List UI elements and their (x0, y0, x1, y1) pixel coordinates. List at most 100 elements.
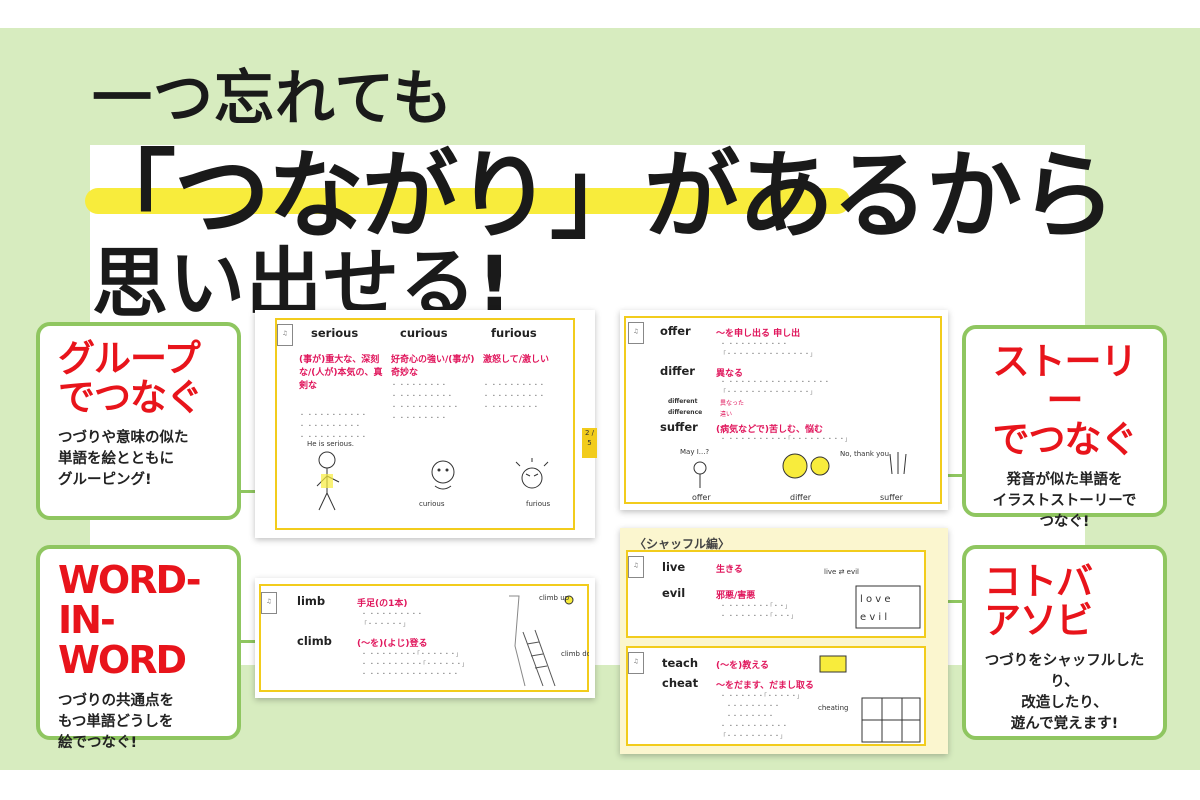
page-frame (275, 318, 575, 530)
callout-title-line: ストーリー (992, 340, 1138, 422)
audio-icon: ♫ (628, 652, 644, 674)
sample-page-story: ♫ offer 〜を申し出る 申し出 ・ ・・・・・・・・・・「・・・・・・・・… (620, 310, 948, 510)
meaning-live: 生きる (716, 565, 743, 575)
furious-sketch-icon: furious (515, 458, 550, 508)
example-lines: ・ ・・・・・・・・・・「・・・・・・・・・」 (720, 436, 851, 443)
meaning-limb: 手足(の1本) (357, 599, 408, 609)
sub-meaning-different: 異なった (720, 400, 745, 407)
connector-wordinword (241, 640, 259, 643)
teach-cheat-sketch-icon: cheating (818, 655, 921, 743)
svg-text:curious: curious (419, 500, 445, 508)
page-frame (624, 316, 942, 504)
callout-title: グループ でつなぐ (58, 337, 219, 419)
live-evil-sketch-icon: live ⇄ evil l o v e e v i l (824, 568, 921, 629)
serious-sketch-icon: He is serious. (307, 440, 354, 511)
callout-desc-line: グルーピング! (58, 471, 152, 488)
svg-text:e v i l: e v i l (860, 612, 887, 623)
audio-icon: ♫ (628, 556, 644, 578)
callout-title-line: でつなぐ (992, 417, 1138, 461)
svg-text:live ⇄ evil: live ⇄ evil (824, 568, 859, 576)
example-lines: ・ ・・・・・・・・・・「・・・・・・・・・・・・・・」 (720, 341, 817, 358)
word-suffer: suffer (660, 420, 698, 434)
svg-text:No, thank you.: No, thank you. (840, 450, 891, 458)
sample-page-group: ♫ serious curious furious (事が)重大な、深刻な/(人… (255, 310, 595, 538)
example-lines: ・ ・・・・・・・・・・・ ・・・・・・・・・・ ・・・・・・・・・・ (299, 412, 367, 441)
word-teach: teach (662, 656, 699, 670)
top-band (0, 0, 1200, 28)
curious-sketch-icon: curious (419, 460, 455, 508)
sub-word-difference: difference (668, 409, 703, 416)
example-lines: ・ ・・・・・・・・・「・・・・・・」 (361, 611, 423, 628)
svg-text:May I...?: May I...? (680, 448, 709, 456)
meaning-suffer: (病気などで)苦しむ、悩む (716, 425, 824, 435)
headline-highlight (85, 188, 850, 214)
callout-wordinword: WORD- IN-WORD つづりの共通点を もつ単語どうしを 絵でつなぐ! (36, 545, 241, 751)
callout-group: グループ でつなぐ つづりや意味の似た 単語を絵とともに グルーピング! (36, 322, 241, 520)
meaning-furious: 激怒して/激しい (483, 355, 550, 365)
audio-icon: ♫ (628, 322, 644, 344)
sub-meaning-difference: 違い (720, 411, 733, 418)
bottom-band (0, 770, 1200, 800)
callout-desc-line: つなぐ! (1039, 513, 1090, 530)
callout-desc-line: 遊んで覚えます! (1010, 715, 1119, 732)
example-lines: ・ ・・・・・・・・・・ ・・・・・・・・・・ ・・・・・・・・ (483, 382, 545, 411)
callout-description: つづりの共通点を もつ単語どうしを 絵でつなぐ! (58, 691, 219, 754)
svg-text:furious: furious (526, 500, 550, 508)
example-lines: ・ ・・・・・・・・・・・・・・・・・「・・・・・・・・・・・・・・」 (720, 379, 830, 396)
svg-text:suffer: suffer (880, 493, 904, 502)
svg-text:cheating: cheating (818, 704, 848, 712)
word-curious: curious (400, 326, 448, 340)
callout-story: ストーリー でつなぐ 発音が似た単語を イラストストーリーで つなぐ! (962, 325, 1167, 530)
callout-desc-line: つづりをシャッフルしたり、 (984, 652, 1145, 690)
example-lines: ・ ・・・・・・「・・・・・」 ・・・・・・・・・ ・・・・・・・・・ ・・・・… (720, 693, 803, 740)
sample-page-wordinword: ♫ limb 手足(の1本) ・ ・・・・・・・・・「・・・・・・」 climb… (255, 578, 595, 698)
callout-title-line: でつなぐ (58, 375, 203, 419)
callout-desc-line: 発音が似た単語を (1006, 471, 1123, 488)
word-cheat: cheat (662, 676, 699, 690)
callout-kotoba-asobi: コトバ アソビ つづりをシャッフルしたり、 改造したり、 遊んで覚えます! (962, 545, 1167, 740)
callout-desc-line: イラストストーリーで (992, 492, 1137, 509)
meaning-serious: (事が)重大な、深刻な/(人が)本気の、真剣な (299, 355, 383, 391)
sample-page-shuffle: ♫ ♫ live 生きる evil 邪悪/害悪 ・ ・・・・・・・「・・」・ ・… (620, 528, 948, 754)
callout-title-line: WORD- (58, 558, 202, 602)
callout-description: つづりをシャッフルしたり、 改造したり、 遊んで覚えます! (984, 651, 1145, 735)
callout-desc-line: つづりや意味の似た (58, 429, 189, 446)
word-limb: limb (297, 594, 326, 608)
svg-text:differ: differ (790, 493, 812, 502)
word-furious: furious (491, 326, 537, 340)
page-side-tab: 2 / 5 (582, 428, 597, 458)
sub-word-different: different (668, 398, 698, 405)
page-frame (626, 646, 926, 746)
word-evil: evil (662, 586, 686, 600)
svg-text:climb down: climb down (561, 650, 589, 658)
word-differ: differ (660, 364, 695, 378)
climb-sketch-icon: climb up climb down (509, 594, 589, 687)
headline-line-1: 一つ忘れても (92, 64, 454, 134)
callout-title-line: コトバ (984, 560, 1093, 603)
page-frame (259, 584, 589, 692)
word-serious: serious (311, 326, 359, 340)
shuffle-label: 〈シャッフル編〉 (634, 537, 731, 551)
word-climb: climb (297, 634, 332, 648)
meaning-climb: (〜を)(よじ)登る (357, 639, 428, 649)
meaning-curious: 好奇心の強い/(事が)奇妙な (391, 355, 475, 378)
word-offer: offer (660, 324, 691, 338)
example-lines: ・ ・・・・・・・・「・・・・・・」・ ・・・・・・・・・「・・・・・・」・ ・… (361, 651, 468, 678)
callout-desc-line: 改造したり、 (1021, 694, 1108, 711)
meaning-evil: 邪悪/害悪 (716, 591, 756, 601)
meaning-differ: 異なる (716, 369, 744, 379)
callout-desc-line: つづりの共通点を (58, 692, 174, 709)
example-lines: ・ ・・・・・・・・・ ・・・・・・・・・・ ・・・・・・・・・・・ ・・・・・… (391, 382, 459, 422)
svg-text:l o v e: l o v e (860, 594, 891, 605)
audio-icon: ♫ (277, 324, 293, 346)
callout-description: つづりや意味の似た 単語を絵とともに グルーピング! (58, 428, 219, 491)
callout-title: ストーリー でつなぐ (984, 340, 1145, 461)
audio-icon: ♫ (261, 592, 277, 614)
svg-text:offer: offer (692, 493, 711, 502)
meaning-cheat: 〜をだます、だまし取る (716, 681, 814, 691)
meaning-teach: (〜を)教える (716, 661, 769, 671)
callout-title: コトバ アソビ (984, 560, 1145, 641)
example-lines: ・ ・・・・・・・「・・」・ ・・・・・・・「・・・」 (720, 603, 797, 620)
callout-description: 発音が似た単語を イラストストーリーで つなぐ! (984, 470, 1145, 533)
callout-title-line: グループ (58, 337, 201, 380)
